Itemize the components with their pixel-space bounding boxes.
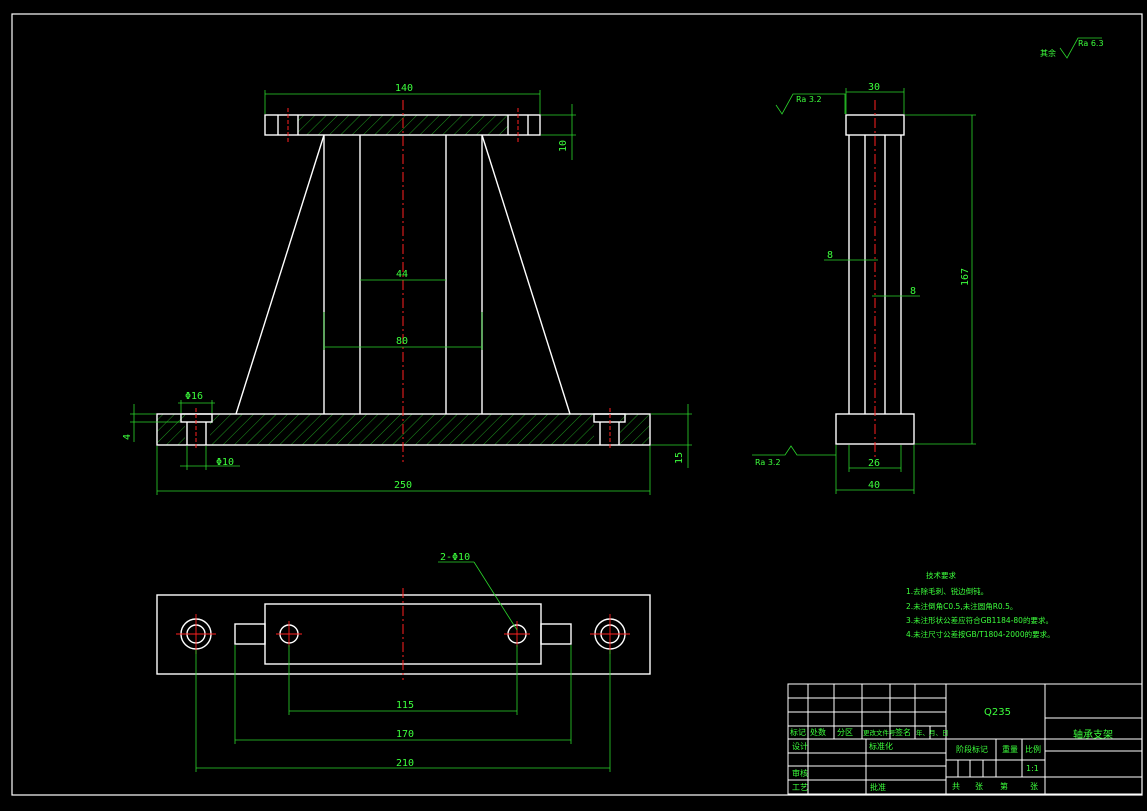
- svg-text:80: 80: [396, 336, 408, 347]
- tb-sheet-no: 第: [1000, 781, 1008, 791]
- side-roughness-bottom: Ra 3.2: [752, 445, 836, 467]
- front-view: 140 10 44 80 Φ16 Φ10: [122, 83, 692, 495]
- front-dim-top-width: 140: [264, 83, 541, 114]
- tb-header-zone: 分区: [837, 728, 853, 737]
- svg-text:40: 40: [868, 480, 880, 491]
- svg-text:Φ10: Φ10: [216, 457, 234, 468]
- roughness-general: 其余 Ra 6.3: [1040, 37, 1104, 59]
- tb-scale: 1:1: [1026, 764, 1039, 773]
- side-dim-top-width: 30: [845, 82, 905, 114]
- svg-text:Ra 3.2: Ra 3.2: [796, 95, 822, 104]
- svg-text:15: 15: [674, 452, 685, 464]
- svg-text:Ra 3.2: Ra 3.2: [755, 458, 781, 467]
- front-dim-outer-width: 80: [323, 312, 483, 350]
- svg-text:Φ16: Φ16: [185, 391, 203, 402]
- tech-note-2: 2.未注倒角C0.5,未注圆角R0.5。: [906, 601, 1017, 611]
- technical-requirements: 技术要求 1.去除毛刺、锐边倒钝。 2.未注倒角C0.5,未注圆角R0.5。 3…: [906, 570, 1055, 639]
- svg-text:26: 26: [868, 458, 880, 469]
- side-dim-web-left: 8: [824, 250, 878, 261]
- svg-text:170: 170: [396, 729, 414, 740]
- title-block: 标记 处数 分区 更改文件号 签名 年、月、日 设计 标准化 审核 工艺 批准 …: [787, 683, 1143, 795]
- front-dim-step: 4: [122, 404, 180, 442]
- tb-stage-mark: 阶段标记: [956, 744, 988, 754]
- side-dim-web-right: 8: [872, 286, 920, 297]
- front-dim-inner-width: 44: [360, 269, 446, 281]
- svg-text:250: 250: [394, 480, 412, 491]
- tb-header-change-doc: 更改文件号: [863, 728, 896, 737]
- svg-text:44: 44: [396, 269, 408, 280]
- svg-text:115: 115: [396, 700, 414, 711]
- tech-note-4: 4.未注尺寸公差按GB/T1804-2000的要求。: [906, 629, 1055, 639]
- side-dim-height: 167: [905, 114, 976, 445]
- svg-text:2-Φ10: 2-Φ10: [440, 552, 470, 563]
- side-roughness-top: Ra 3.2: [775, 93, 846, 115]
- tb-sheet-total: 共: [952, 782, 960, 791]
- tb-sheet-label2: 张: [1030, 782, 1038, 791]
- tb-material: Q235: [984, 707, 1011, 718]
- front-dim-top-thick: 10: [541, 104, 576, 160]
- svg-text:140: 140: [395, 83, 413, 94]
- front-dim-base-width: 250: [156, 446, 651, 495]
- tb-header-signature: 签名: [895, 727, 911, 737]
- svg-text:8: 8: [827, 250, 833, 261]
- tech-note-1: 1.去除毛刺、锐边倒钝。: [906, 586, 988, 596]
- svg-text:210: 210: [396, 758, 414, 769]
- top-dim-mid-span: 170: [234, 645, 572, 744]
- drawing-border: [11, 13, 1143, 796]
- tb-header-mark: 标记: [790, 727, 806, 737]
- top-view: 2-Φ10 115 170 210: [156, 552, 651, 772]
- tb-scale-label: 比例: [1025, 744, 1041, 754]
- svg-text:10: 10: [558, 140, 569, 152]
- svg-text:167: 167: [960, 268, 971, 286]
- roughness-general-value: Ra 6.3: [1078, 39, 1104, 48]
- front-dim-hole: Φ10: [180, 446, 240, 470]
- top-dim-holes-label: 2-Φ10: [438, 552, 518, 631]
- tb-design: 设计: [792, 741, 808, 751]
- side-dim-base-width: 40: [835, 445, 915, 494]
- tb-standardize: 标准化: [869, 741, 893, 751]
- roughness-general-label: 其余: [1040, 48, 1056, 58]
- side-dim-inner-base: 26: [848, 445, 902, 472]
- tb-header-date: 年、月、日: [916, 728, 949, 737]
- side-view: 30 167 8 8 26 40 Ra: [752, 82, 976, 494]
- tb-sheet-label: 张: [975, 782, 983, 791]
- tb-approve: 批准: [870, 782, 886, 792]
- tech-notes-title: 技术要求: [926, 570, 956, 580]
- tb-part-name: 轴承支架: [1073, 728, 1113, 741]
- front-dim-bore: Φ16: [178, 391, 215, 413]
- tb-review: 审核: [792, 768, 808, 778]
- tech-note-3: 3.未注形状公差应符合GB1184-80的要求。: [906, 615, 1053, 625]
- svg-text:4: 4: [122, 434, 133, 440]
- top-dim-outer-span: 210: [195, 650, 611, 772]
- tb-header-count: 处数: [810, 727, 826, 737]
- tb-process: 工艺: [792, 783, 808, 792]
- svg-text:8: 8: [910, 286, 916, 297]
- svg-text:30: 30: [868, 82, 880, 93]
- top-dim-inner-span: 115: [288, 645, 518, 715]
- tb-weight: 重量: [1002, 744, 1018, 754]
- front-dim-base-thick: 15: [651, 404, 692, 468]
